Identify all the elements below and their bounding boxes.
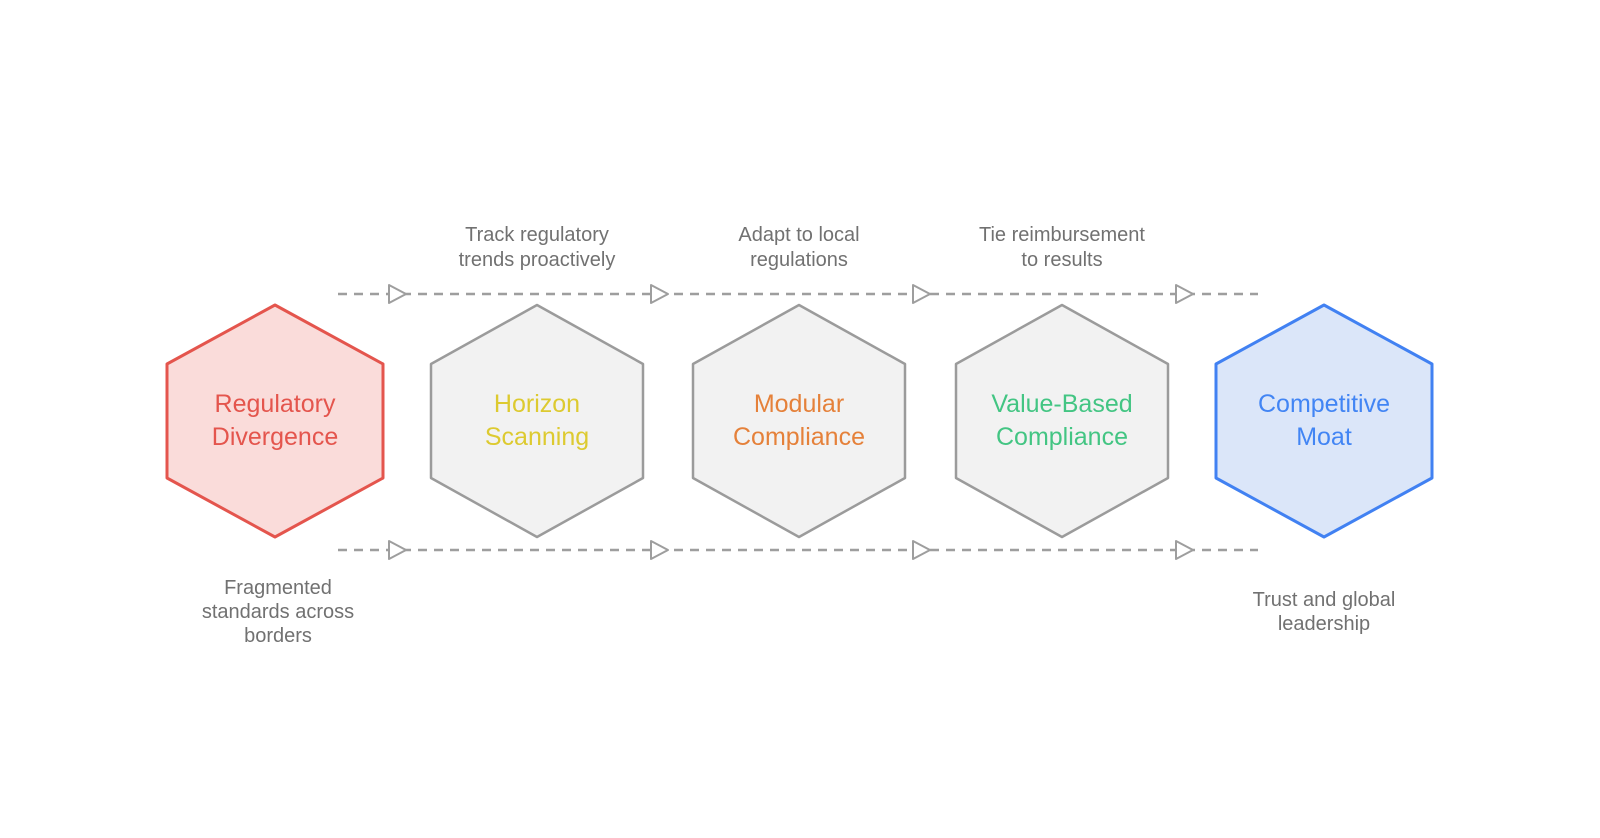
top-arrowhead-icon <box>912 284 931 304</box>
top-arrowhead-icon <box>650 284 669 304</box>
bottom-arrowhead-icon <box>388 540 407 560</box>
stage-label-competitive-moat: Competitive Moat <box>1258 390 1390 451</box>
hexagon-regulatory-divergence <box>165 303 385 539</box>
transition-label-track-regulatory-trends: Track regulatory trends proactively <box>458 224 616 271</box>
stage-label-modular-compliance: Modular Compliance <box>732 390 865 451</box>
stage-label-value-based-compliance: Value-Based Compliance <box>991 390 1133 451</box>
bottom-arrowhead-icon <box>650 540 669 560</box>
top-arrowhead-icon <box>388 284 407 304</box>
transition-label-tie-reimbursement-to-results: Tie reimbursement to results <box>979 224 1145 271</box>
transition-label-adapt-to-local-regulations: Adapt to local regulations <box>738 224 860 271</box>
bottom-arrowhead-icon <box>912 540 931 560</box>
note-trust-global-leadership: Trust and global leadership <box>1252 589 1396 635</box>
note-fragmented-standards: Fragmented standards across borders <box>201 577 355 647</box>
hexagon-value-based-compliance <box>954 303 1170 539</box>
stage-label-horizon-scanning: Horizon Scanning <box>484 390 590 451</box>
stage-label-regulatory-divergence: Regulatory Divergence <box>211 390 339 451</box>
top-arrowhead-icon <box>1175 284 1194 304</box>
hexagon-modular-compliance <box>691 303 907 539</box>
hexagon-horizon-scanning <box>429 303 645 539</box>
hexagon-competitive-moat <box>1214 303 1434 539</box>
bottom-arrowhead-icon <box>1175 540 1194 560</box>
